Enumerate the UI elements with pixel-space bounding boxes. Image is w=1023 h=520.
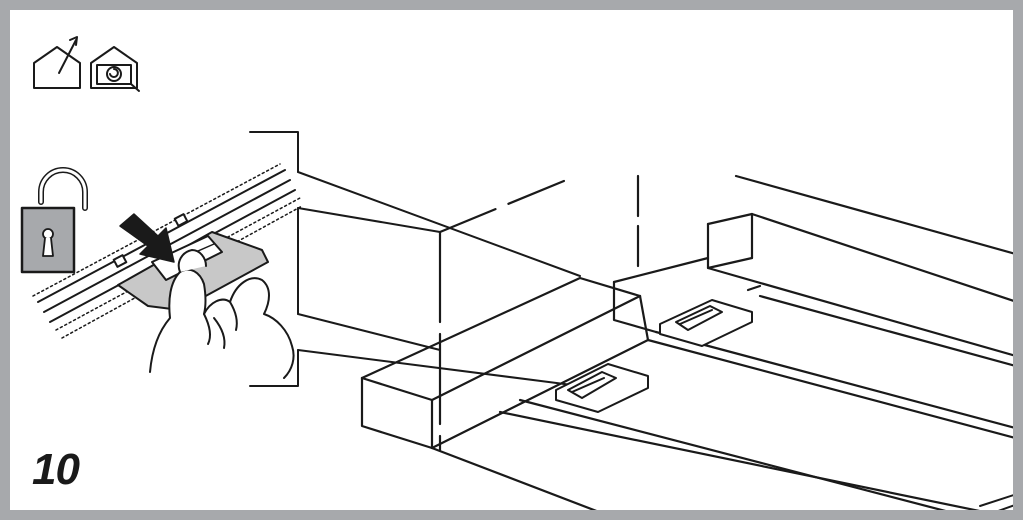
hood-latch-lower bbox=[555, 363, 649, 413]
hood-corner-detail bbox=[979, 494, 1013, 510]
house-recirculation-icon bbox=[90, 46, 140, 92]
hood-body bbox=[360, 174, 1013, 510]
hood-latch-upper bbox=[659, 299, 753, 347]
hand-illustration bbox=[149, 249, 295, 379]
open-padlock-icon bbox=[20, 167, 88, 274]
house-arrow-outlet-icon bbox=[33, 36, 81, 89]
detail-bracket bbox=[249, 131, 299, 387]
step-number: 10 bbox=[32, 445, 80, 494]
arrow-icon bbox=[119, 213, 175, 263]
